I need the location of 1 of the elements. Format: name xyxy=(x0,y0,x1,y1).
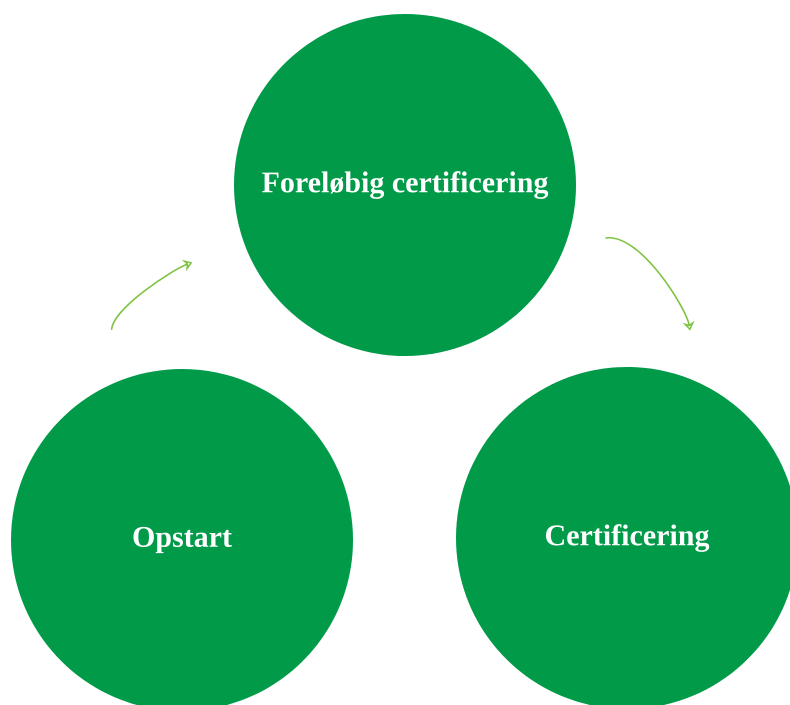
circle-node: Foreløbig certificering xyxy=(234,14,576,356)
